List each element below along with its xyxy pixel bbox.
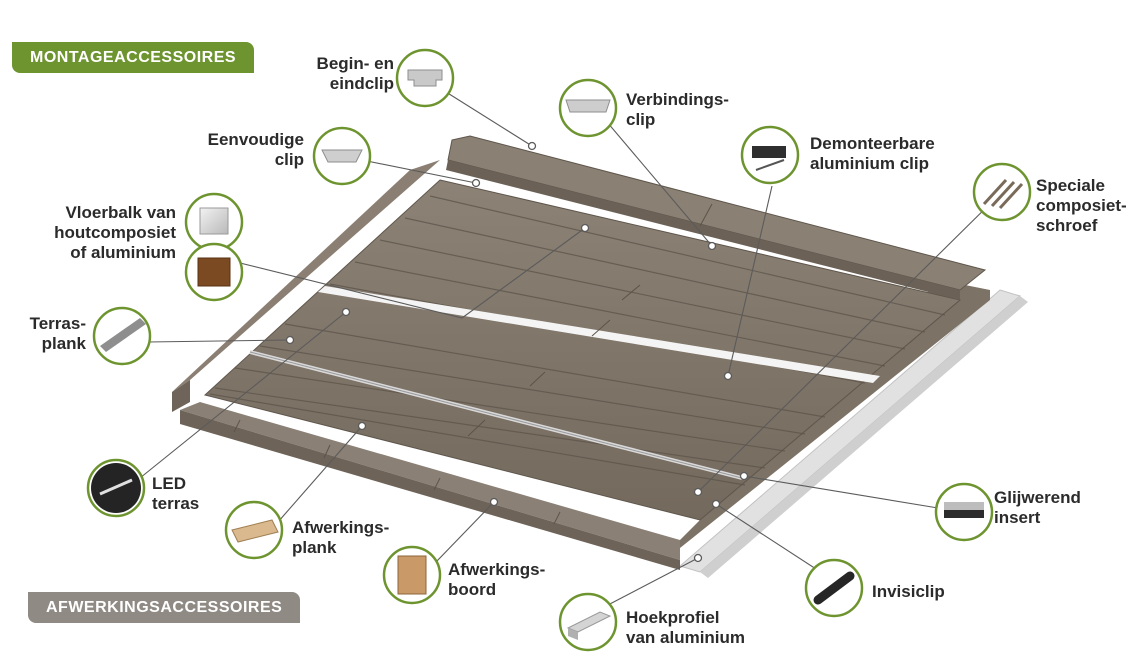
verbindingsclip-icon bbox=[558, 78, 618, 138]
finishing-board-segments bbox=[233, 419, 561, 525]
section-banner-montage: MONTAGEACCESSOIRES bbox=[12, 42, 255, 73]
finishing-board-icon bbox=[382, 545, 442, 605]
eenvoudige-clip-icon bbox=[312, 126, 372, 186]
leader-lines bbox=[139, 91, 1005, 607]
deck-frame bbox=[172, 160, 990, 570]
label-speciale-composietschroef: Speciale composiet- schroef bbox=[1036, 176, 1127, 235]
label-terrasplank: Terras- plank bbox=[29, 314, 86, 353]
deck-boards bbox=[203, 179, 962, 521]
invisiclip-icon bbox=[804, 558, 864, 618]
label-verbindingsclip: Verbindings- clip bbox=[626, 90, 729, 129]
led-icon bbox=[86, 458, 146, 518]
label-vloerbalk: Vloerbalk van houtcomposiet of aluminium bbox=[54, 203, 176, 262]
label-begin-en-eindclip: Begin- en eindclip bbox=[316, 54, 394, 93]
label-led-terras: LED terras bbox=[152, 474, 200, 513]
label-eenvoudige-clip: Eenvoudige clip bbox=[207, 130, 304, 169]
label-demonteerbare-aluminium-clip: Demonteerbare aluminium clip bbox=[810, 134, 935, 173]
section-banner-afwerking: AFWERKINGSACCESSOIRES bbox=[28, 592, 301, 623]
top-loose-plank bbox=[446, 135, 987, 300]
label-hoekprofiel: Hoekprofiel van aluminium bbox=[626, 608, 746, 647]
label-afwerkingsboord: Afwerkings- boord bbox=[448, 560, 546, 599]
corner-profile bbox=[678, 289, 1028, 578]
joist-icon bbox=[184, 192, 244, 302]
leader-dots bbox=[285, 141, 749, 563]
corner-profile-icon bbox=[558, 592, 618, 652]
screw-icon bbox=[972, 162, 1032, 222]
label-glijwerend-insert: Glijwerend insert bbox=[994, 488, 1081, 527]
finishing-plank-icon bbox=[224, 500, 284, 560]
begin-eind-clip-icon bbox=[395, 48, 455, 108]
aluminium-clip-icon bbox=[740, 125, 800, 185]
insert-icon bbox=[934, 482, 994, 542]
label-afwerkingsplank: Afwerkings- plank bbox=[292, 518, 390, 557]
label-invisiclip: Invisiclip bbox=[872, 582, 945, 601]
plank-icon bbox=[92, 306, 152, 366]
